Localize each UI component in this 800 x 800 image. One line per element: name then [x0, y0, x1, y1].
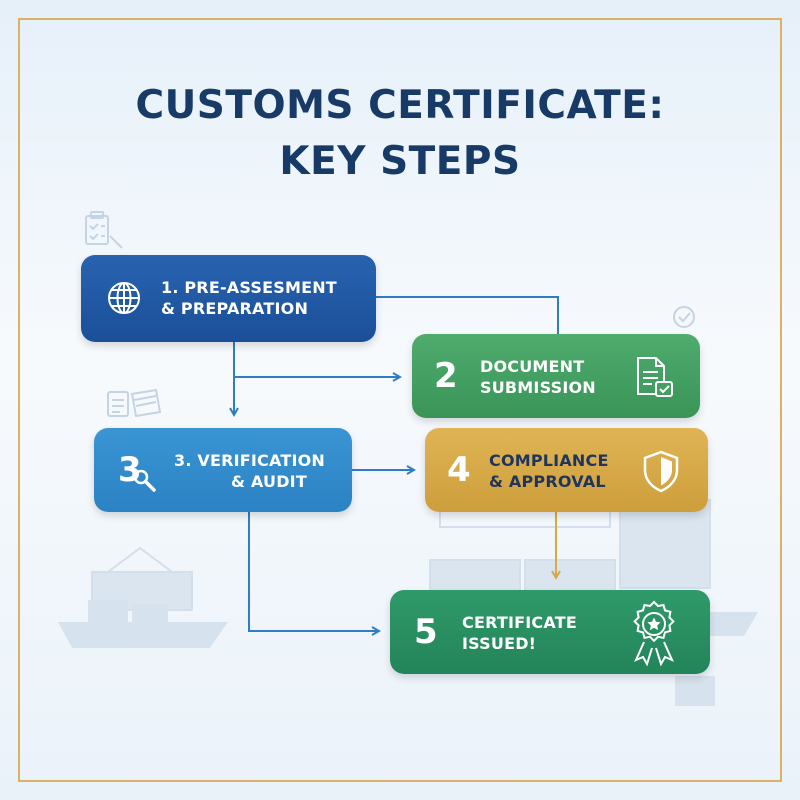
- step-4-compliance: 4 COMPLIANCE & APPROVAL: [425, 428, 708, 512]
- step-3-label-line-1: 3. VERIFICATION: [174, 451, 325, 470]
- step-1-label-line-2: & PREPARATION: [161, 299, 309, 318]
- step-2-label-line-2: SUBMISSION: [480, 378, 596, 397]
- step-4-label-line-2: & APPROVAL: [489, 472, 606, 491]
- step-4-number: 4: [447, 450, 471, 490]
- step-5-certificate-issued: 5 CERTIFICATE ISSUED!: [390, 590, 710, 674]
- award-rosette-icon: [633, 600, 675, 667]
- magnifier-icon: [133, 469, 156, 492]
- shield-icon: [643, 450, 679, 493]
- step-2-document-submission: 2 DOCUMENT SUBMISSION: [412, 334, 700, 418]
- step-2-label: DOCUMENT SUBMISSION: [480, 356, 596, 398]
- step-1-pre-assessment: 1. PRE-ASSESMENT & PREPARATION: [81, 255, 376, 342]
- step-4-label-line-1: COMPLIANCE: [489, 451, 609, 470]
- document-check-icon: [637, 357, 673, 397]
- step-3-verification: 3 3. VERIFICATION & AUDIT: [94, 428, 352, 512]
- step-3-label: 3. VERIFICATION & AUDIT: [174, 450, 325, 492]
- step-5-label: CERTIFICATE ISSUED!: [462, 612, 577, 654]
- step-4-label: COMPLIANCE & APPROVAL: [489, 450, 609, 492]
- globe-icon: [108, 282, 140, 314]
- step-3-label-line-2: & AUDIT: [231, 472, 307, 491]
- step-5-label-line-1: CERTIFICATE: [462, 613, 577, 632]
- page-title-line-1: CUSTOMS CERTIFICATE:: [135, 83, 665, 128]
- step-2-number: 2: [434, 356, 458, 396]
- decorative-frame: [18, 18, 782, 782]
- page-title-line-2: KEY STEPS: [279, 139, 521, 184]
- step-5-number: 5: [414, 612, 438, 652]
- step-5-label-line-2: ISSUED!: [462, 634, 537, 653]
- step-2-label-line-1: DOCUMENT: [480, 357, 585, 376]
- step-1-label-line-1: 1. PRE-ASSESMENT: [161, 278, 337, 297]
- step-1-label: 1. PRE-ASSESMENT & PREPARATION: [161, 277, 337, 319]
